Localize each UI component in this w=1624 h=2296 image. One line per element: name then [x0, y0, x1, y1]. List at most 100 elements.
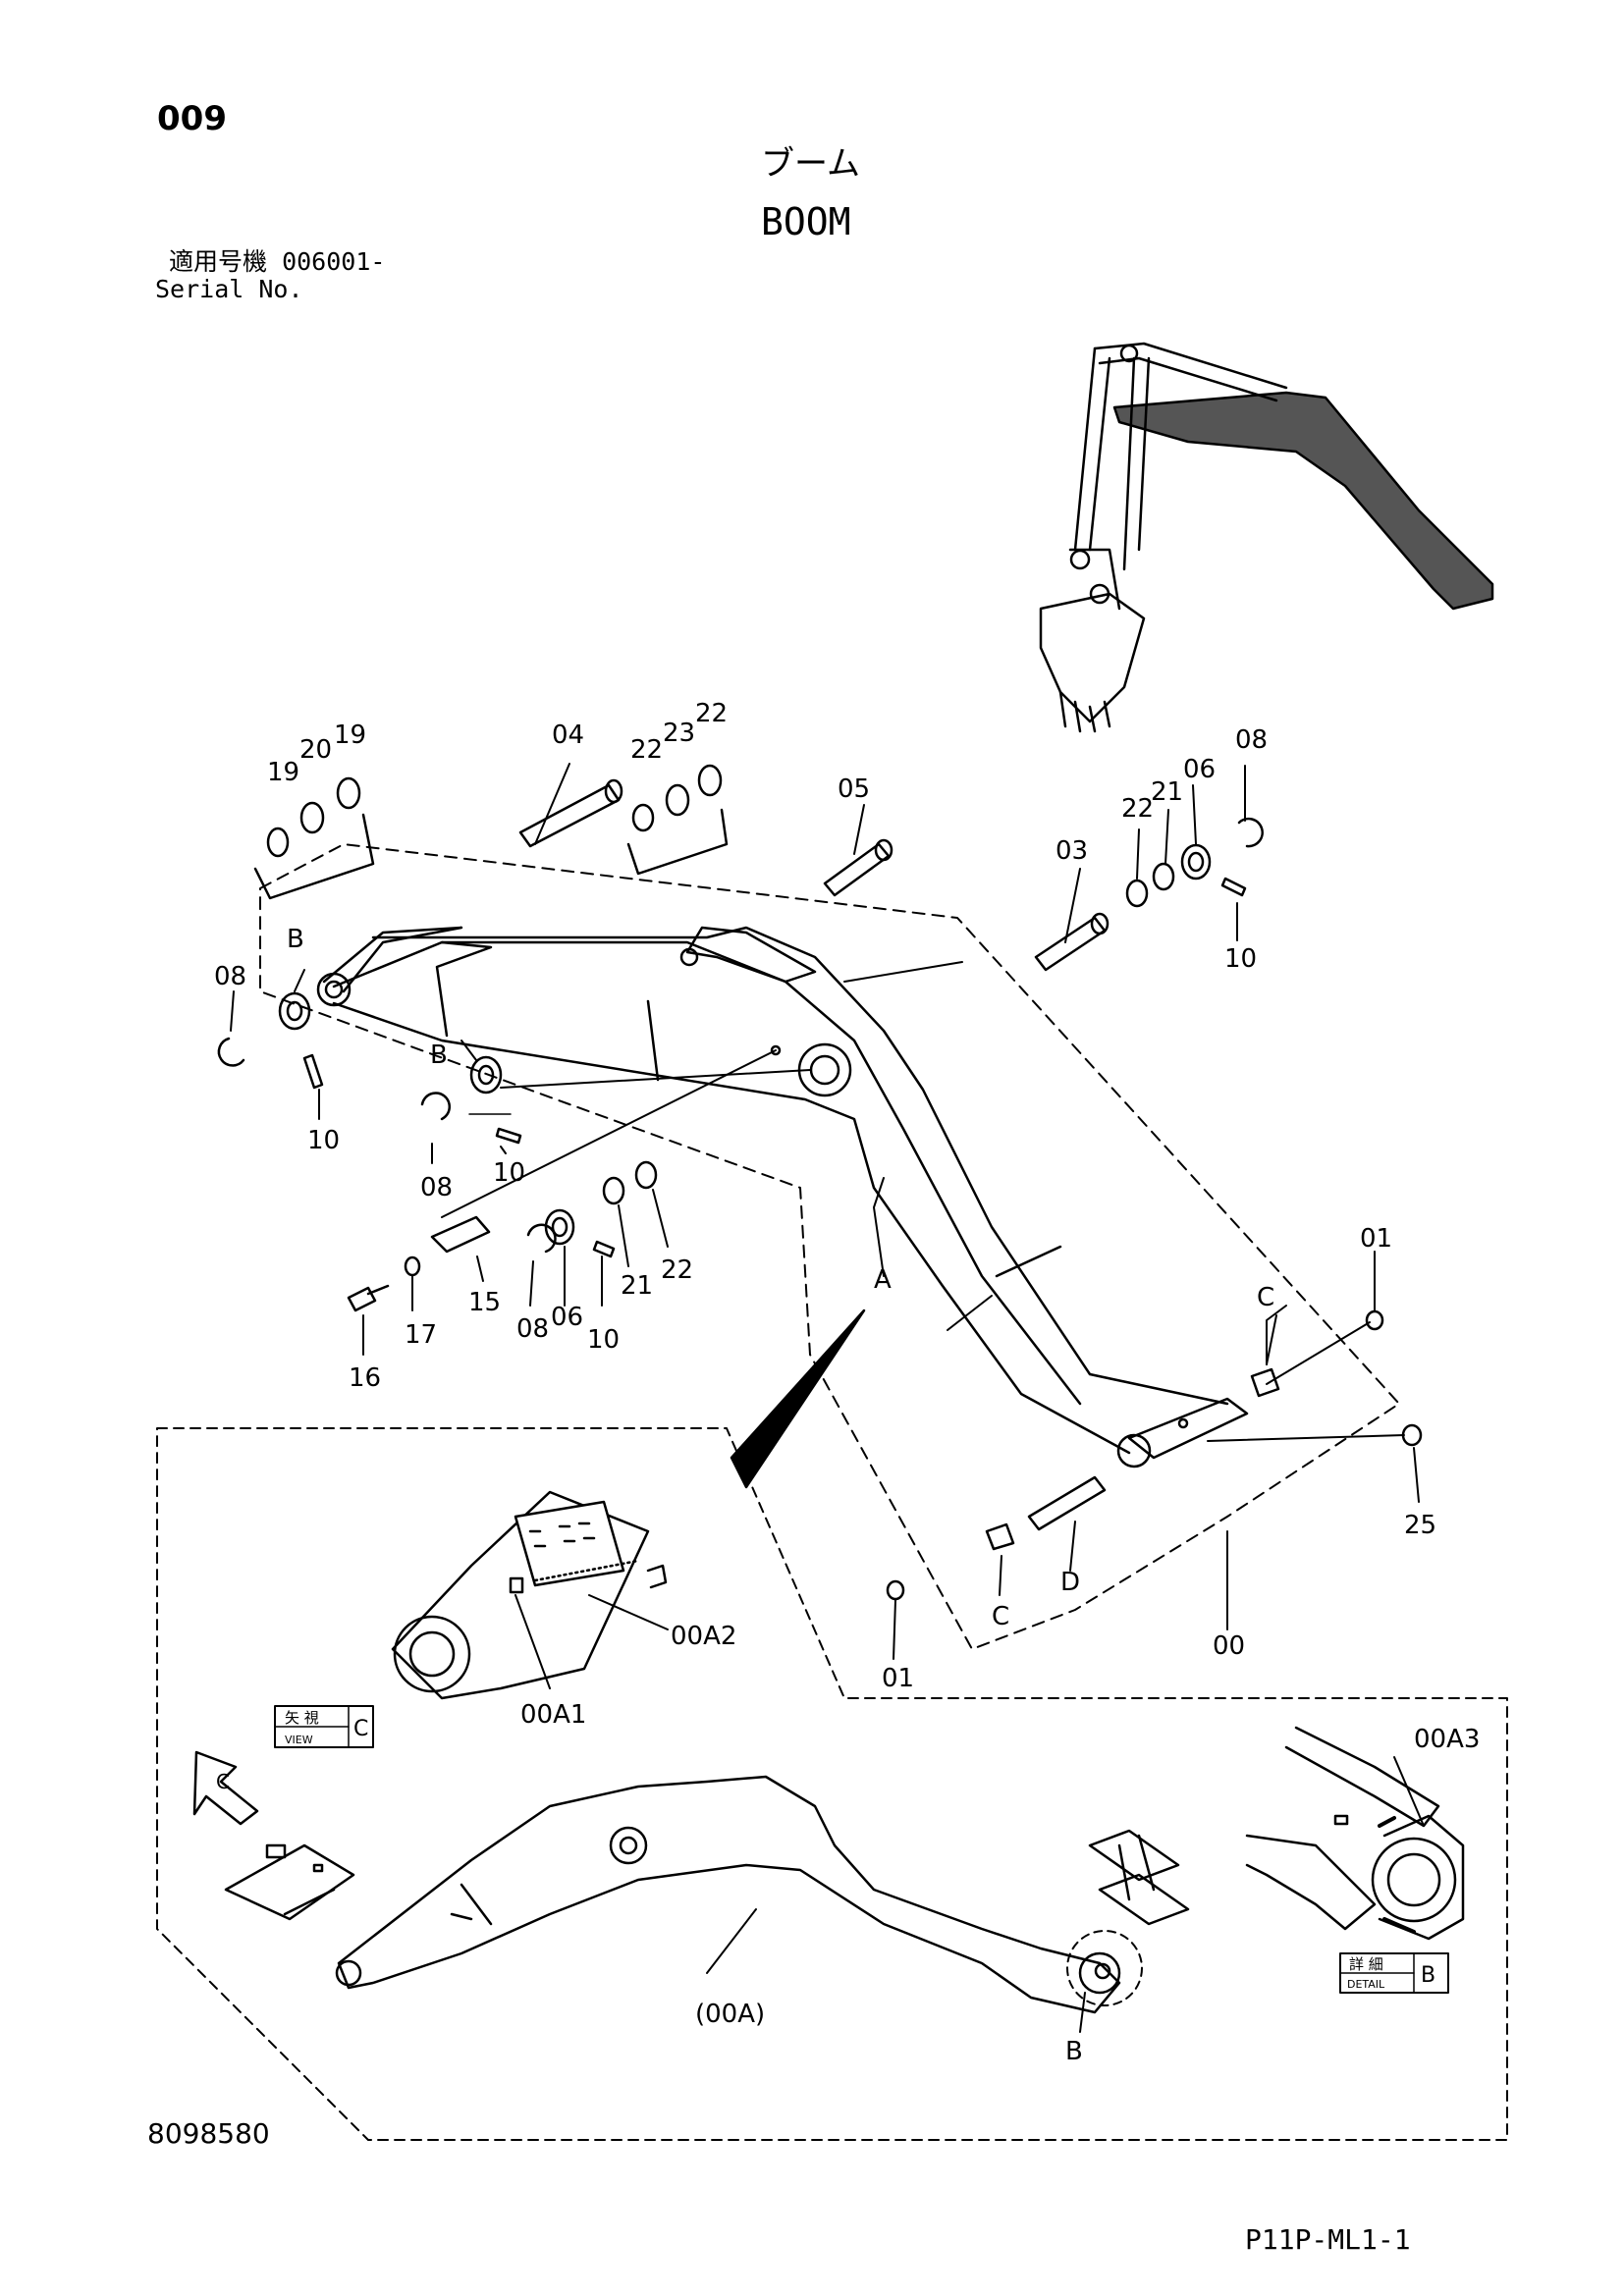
view-arrow [730, 1308, 866, 1489]
detail-label-en: DETAIL [1347, 1978, 1385, 1991]
callout-05: 05 [838, 774, 870, 804]
detail-b-label-box [1339, 1952, 1449, 1994]
inset-leader-lines [514, 1594, 1425, 1827]
callout-10: 10 [587, 1325, 620, 1355]
callout-21: 21 [1151, 777, 1183, 807]
bolt-10 [495, 1127, 522, 1145]
boom-assembly [316, 926, 1249, 1468]
callout-22: 22 [630, 735, 663, 765]
callout-19: 19 [267, 758, 299, 787]
callout-25: 25 [1404, 1511, 1436, 1540]
washer-21 [1152, 862, 1175, 891]
callout-A: A [874, 1265, 892, 1295]
bushing-01 [1365, 1309, 1384, 1331]
inset-view-c-closeup [391, 1490, 668, 1700]
view-label-en: VIEW [285, 1734, 313, 1746]
callout-03: 03 [1056, 836, 1088, 866]
washer-19 [336, 776, 361, 810]
callout-16: 16 [349, 1363, 381, 1393]
washer-22 [631, 803, 655, 832]
snap-ring-08 [217, 1037, 245, 1067]
callout-08: 08 [1235, 725, 1268, 755]
snap-ring-08 [420, 1092, 452, 1121]
collar-06 [544, 1208, 575, 1246]
view-c-label-box [274, 1705, 374, 1748]
callout-01: 01 [882, 1664, 914, 1693]
title-english: BOOM [761, 200, 851, 243]
bolt-10 [1220, 877, 1247, 897]
collar-06 [1180, 843, 1212, 881]
sheet-code: P11P-ML1-1 [1245, 2223, 1411, 2256]
callout-labels: 19 20 19 04 22 23 22 05 03 22 21 06 08 1… [214, 699, 1480, 2066]
serial-label-en: Serial No. [155, 275, 303, 303]
callout-D: D [1060, 1568, 1080, 1597]
pin-D [1027, 1475, 1107, 1531]
washer-23 [665, 783, 690, 817]
inset-detail-b [1245, 1726, 1465, 1941]
thumbnail-boom-shape [1112, 391, 1494, 611]
callout-04: 04 [552, 721, 584, 750]
serial-label-jp: 適用号機 [169, 247, 268, 276]
callout-06: 06 [1183, 755, 1216, 784]
callout-00A3: 00A3 [1414, 1725, 1480, 1754]
callout-00A: (00A) [695, 2000, 765, 2029]
washer-22 [697, 764, 723, 797]
callout-19: 19 [334, 721, 366, 750]
leader-lines [230, 763, 1420, 1660]
callout-22: 22 [661, 1255, 693, 1285]
view-label-letter: C [353, 1717, 368, 1741]
detail-label-letter: B [1421, 1963, 1435, 1988]
pin-05 [823, 838, 893, 897]
title-japanese: ブーム [761, 144, 860, 184]
serial-applicability: 適用号機 006001- [169, 249, 385, 274]
snap-ring-08 [526, 1223, 557, 1254]
washer-17 [404, 1255, 421, 1277]
callout-10: 10 [1224, 944, 1257, 974]
bolt-10 [592, 1240, 616, 1258]
washer-20 [299, 801, 325, 834]
callout-00A2: 00A2 [671, 1622, 736, 1651]
callout-10: 10 [493, 1158, 525, 1188]
plug-25 [1401, 1423, 1423, 1447]
washer-19 [266, 827, 290, 858]
collar-B-left [278, 991, 311, 1031]
callout-21: 21 [621, 1271, 653, 1301]
washer-22 [1125, 879, 1149, 908]
callout-08: 08 [214, 962, 246, 991]
pin-04 [518, 778, 623, 848]
callout-B: B [1065, 2037, 1083, 2066]
serial-value: 006001- [282, 247, 386, 276]
inset-view-c-small [192, 1750, 355, 1921]
callout-01: 01 [1360, 1224, 1392, 1254]
plate-15 [430, 1215, 491, 1254]
callout-00: 00 [1213, 1631, 1245, 1661]
washer-22 [634, 1160, 658, 1190]
bushing-C [985, 1522, 1015, 1551]
bushing-C [1250, 1367, 1280, 1398]
assembly-boundary-dashed [259, 843, 1400, 1650]
callout-B: B [287, 925, 304, 954]
washer-21 [602, 1176, 625, 1205]
callout-08: 08 [516, 1314, 549, 1344]
bolt-16 [347, 1286, 377, 1312]
callout-10: 10 [307, 1126, 340, 1155]
view-c-arrow-letter: C [216, 1770, 230, 1793]
callout-B: B [430, 1041, 448, 1070]
inset-bracket-sketch [1088, 1829, 1190, 1926]
callout-06: 06 [551, 1303, 583, 1332]
callout-22: 22 [695, 699, 728, 728]
inset-full-boom [335, 1775, 1143, 2033]
detail-boundary-dashed [156, 1427, 1508, 2141]
detail-label-jp: 詳 細 [1349, 1955, 1383, 1973]
drawing-number: 8098580 [147, 2117, 270, 2150]
hardware-components [217, 764, 1423, 1601]
view-c-arrow-icon [192, 1750, 259, 1826]
snap-ring-08 [1237, 817, 1264, 848]
collar-B-middle [469, 1055, 503, 1095]
callout-22: 22 [1121, 794, 1154, 824]
callout-08: 08 [420, 1173, 453, 1202]
bolt-10 [302, 1053, 324, 1090]
pin-03 [1034, 912, 1110, 972]
callout-15: 15 [468, 1288, 501, 1317]
